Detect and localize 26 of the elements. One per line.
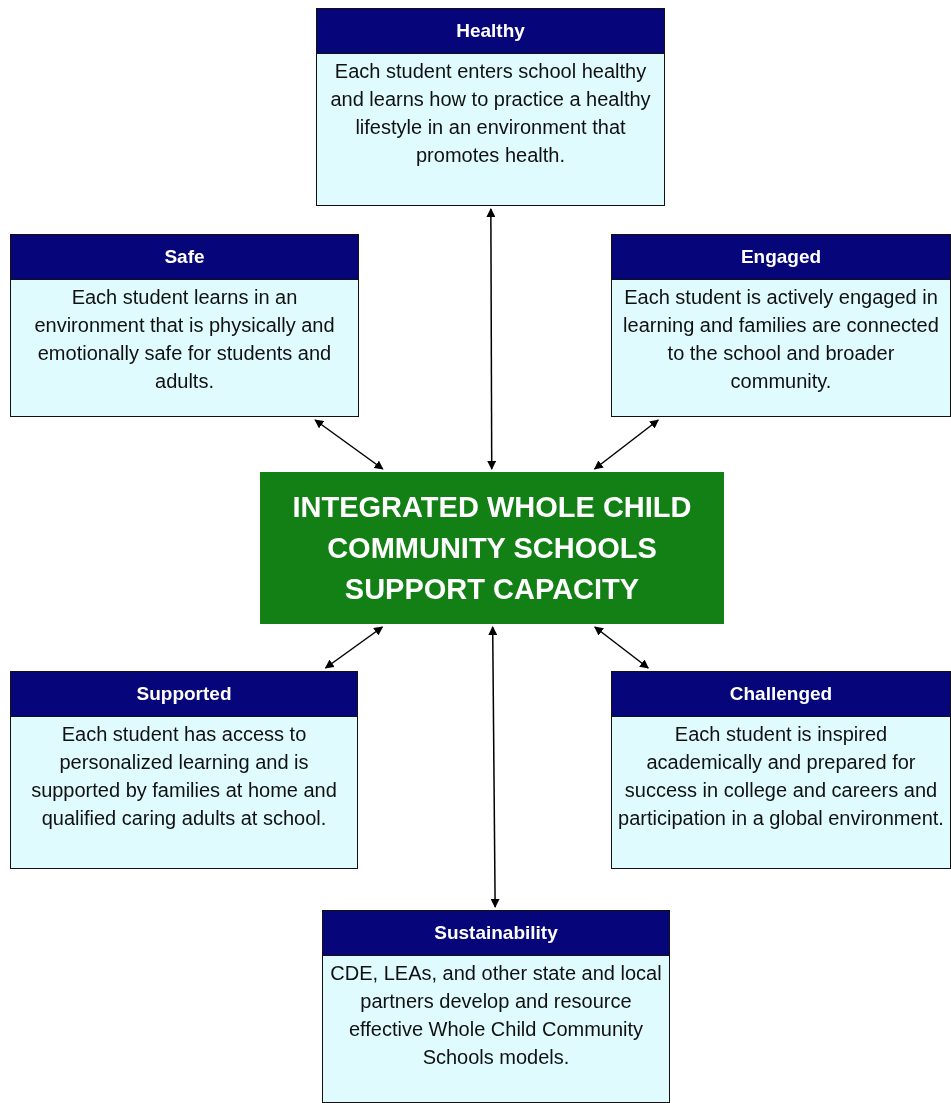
goal-card (611, 671, 951, 869)
card-header: Safe (11, 235, 358, 280)
card-header: Sustainability (323, 911, 669, 956)
double-arrow (324, 626, 384, 669)
goal-card (10, 671, 358, 869)
double-arrow (488, 626, 500, 908)
double-arrow (593, 419, 659, 470)
central-title: INTEGRATED WHOLE CHILD COMMUNITY SCHOOLS SUPPORT CAPACITY (291, 489, 693, 607)
card-header: Healthy (317, 9, 664, 54)
card-header: Engaged (612, 235, 950, 280)
card-text: Each student enters school healthy and learns how to practice a healthy lifestyle in an environment that promotes health. (329, 59, 652, 168)
goal-card (10, 234, 359, 417)
card-text: Each student has access to personalized learning and is supported by families at home and qualified caring adults at school. (30, 722, 338, 831)
card-text: CDE, LEAs, and other state and local partners develop and resource effective Whole Child Community Schools models. (329, 961, 663, 1070)
goal-card (322, 910, 670, 1103)
card-text: Each student learns in an environment that is physically and emotionally safe for students and adults. (33, 285, 336, 394)
card-header: Supported (11, 672, 357, 717)
double-arrow (594, 626, 649, 669)
central-box (260, 472, 724, 624)
card-header: Challenged (612, 672, 950, 717)
goal-card (316, 8, 665, 206)
card-text: Each student is inspired academically and prepared for success in college and careers and participation in a global environment. (617, 722, 945, 831)
double-arrow (314, 419, 384, 470)
card-text: Each student is actively engaged in learning and families are connected to the school and broader community. (622, 285, 940, 394)
double-arrow (486, 208, 497, 470)
goal-card (611, 234, 951, 417)
